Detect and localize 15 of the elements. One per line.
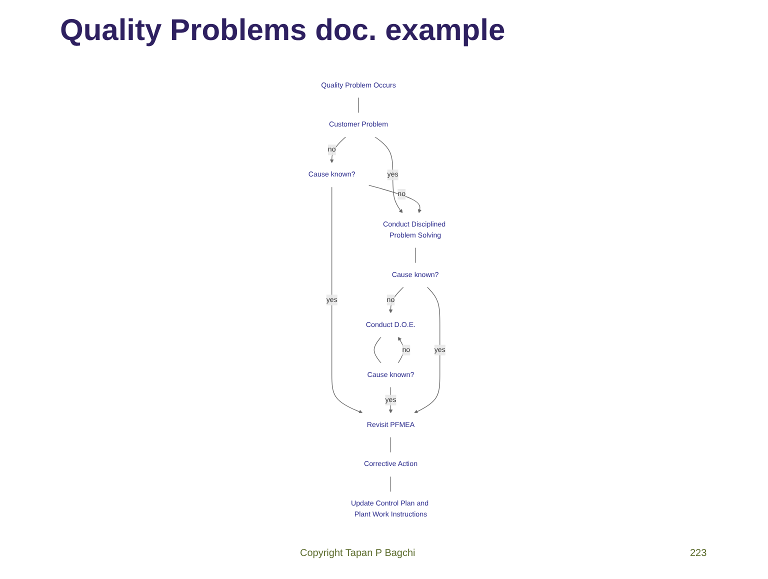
arrow [330,136,346,164]
connector [358,97,359,114]
connector [374,336,382,364]
connector [390,476,392,492]
page-number: 223 [690,548,707,559]
arrow [398,336,404,364]
connector [414,247,416,264]
copyright-note: Copyright Tapan P Bagchi [300,548,416,559]
slide-title: Quality Problems doc. example [60,14,506,48]
arrow [368,184,422,214]
connector [390,436,392,453]
arrow [414,286,440,414]
arrow [388,286,404,314]
arrow [374,136,403,214]
arrow [332,186,363,414]
